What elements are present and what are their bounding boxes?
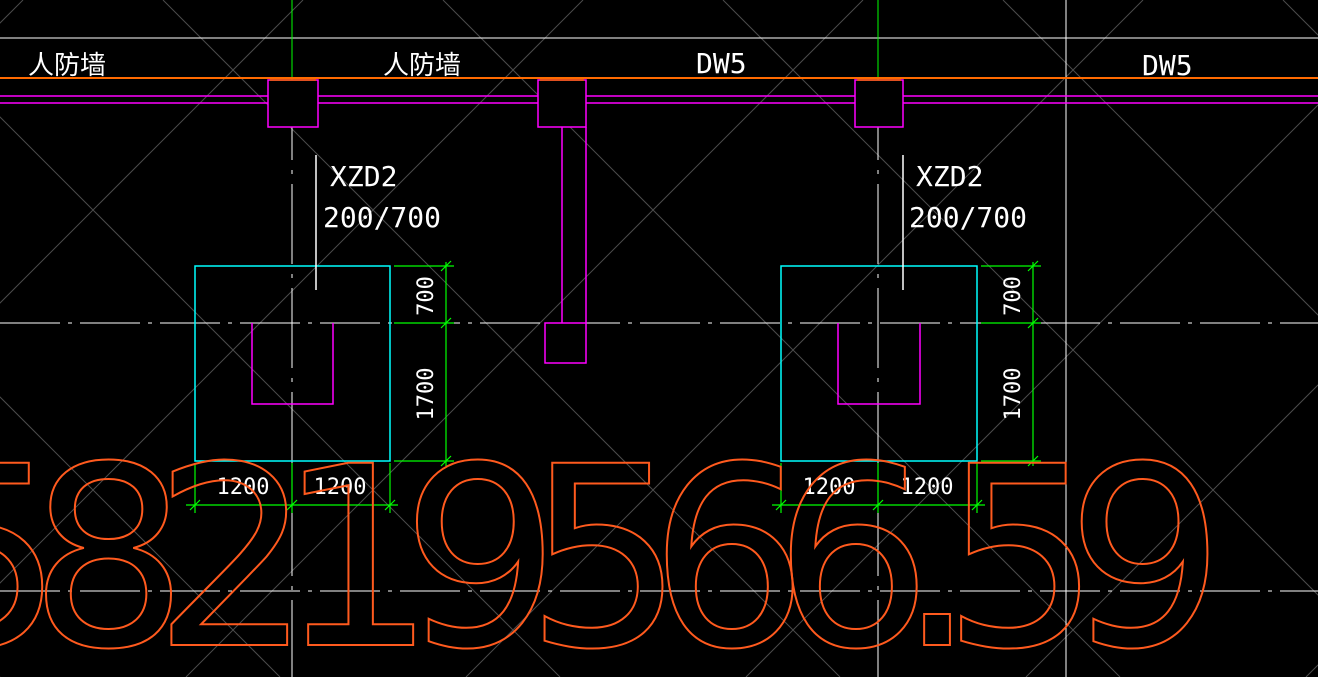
hatch-line	[0, 396, 281, 677]
footing-2-dim-h-right: 1200	[901, 475, 954, 500]
footing-1[interactable]: XZD2 200/700 700 1700 1200 1200	[186, 155, 454, 513]
hatch-line	[1305, 664, 1318, 677]
footing-1-dim-v-1700: 1700	[414, 368, 439, 421]
hatch-line	[0, 0, 584, 584]
footing-1-column-outline	[251, 323, 334, 405]
center-lines	[291, 80, 879, 677]
footing-2-dimensions	[772, 260, 1041, 513]
beams	[0, 79, 1318, 364]
hatch-line	[465, 0, 1144, 677]
footing-1-id: XZD2	[330, 160, 397, 193]
watermark-number: 58219566.59	[0, 413, 1225, 677]
hatch-line	[185, 0, 864, 677]
hatch-line	[0, 0, 304, 304]
footing-1-dim-v-700: 700	[414, 276, 439, 316]
footing-2[interactable]: XZD2 200/700 700 1700 1200 1200	[772, 155, 1041, 513]
hatch-line	[0, 116, 561, 677]
hatch-line	[1002, 0, 1318, 316]
beam-end-box	[544, 322, 587, 364]
footing-2-outline	[780, 265, 978, 462]
footing-2-column-outline	[837, 323, 921, 405]
hatch-line	[1282, 0, 1318, 36]
column-left	[267, 79, 319, 128]
footing-1-spec: 200/700	[323, 201, 441, 234]
footing-2-dim-h-left: 1200	[803, 475, 856, 500]
column-right	[854, 79, 904, 128]
axis-lines	[291, 0, 879, 80]
hatch-line	[745, 104, 1318, 677]
wall-label-2: 人防墙	[383, 51, 461, 81]
footing-2-dim-v-700: 700	[1001, 276, 1026, 316]
hatch-line	[1025, 384, 1318, 677]
footing-1-dimensions	[186, 260, 454, 513]
footing-2-dim-v-1700: 1700	[1001, 368, 1026, 421]
wall-label-1: 人防墙	[28, 51, 106, 81]
wall-labels: 人防墙 人防墙 DW5 DW5	[28, 47, 1193, 82]
hatch-line	[722, 0, 1318, 596]
wall-label-4: DW5	[1142, 49, 1193, 82]
footing-1-outline	[194, 265, 391, 462]
column-middle	[537, 79, 587, 128]
wall-label-3: DW5	[696, 47, 747, 80]
footing-2-id: XZD2	[916, 160, 983, 193]
footing-1-dim-h-left: 1200	[217, 475, 270, 500]
footing-2-spec: 200/700	[909, 201, 1027, 234]
footing-1-dim-h-right: 1200	[314, 475, 367, 500]
